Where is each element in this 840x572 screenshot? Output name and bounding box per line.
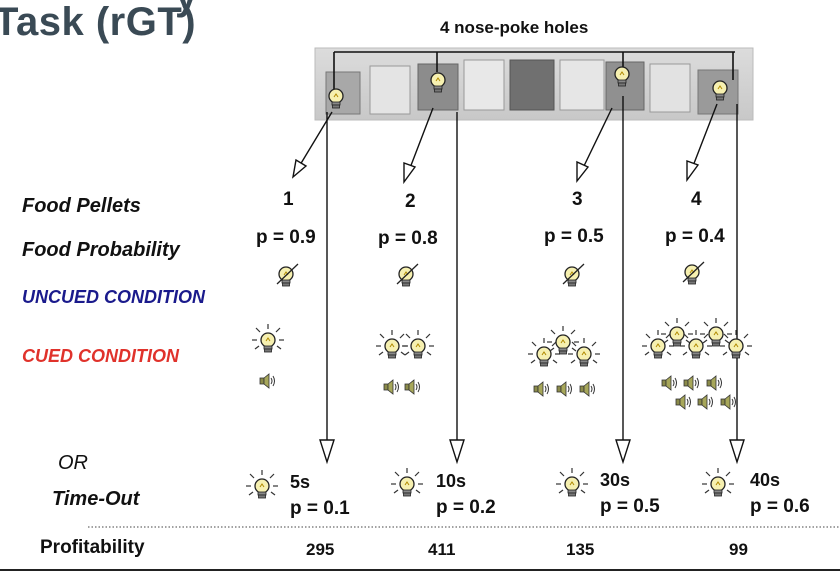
option-3-food-probability: p = 0.5 <box>544 226 604 247</box>
speaker-icon <box>661 375 677 391</box>
nose-poke-holes-label: 4 nose-poke holes <box>440 18 589 37</box>
timeout-arrows <box>319 96 745 465</box>
nose-poke-apparatus <box>314 47 754 121</box>
cue-light-icon <box>680 330 712 358</box>
cue-light-icon <box>402 330 434 358</box>
profitability-label: Profitability <box>40 537 145 558</box>
speaker-icon <box>383 379 399 395</box>
speaker-icon <box>556 381 572 397</box>
option-3-profitability: 135 <box>566 540 595 559</box>
cue-light-icon <box>547 326 579 354</box>
speaker-icon <box>720 394 736 410</box>
speaker-icon <box>675 394 691 410</box>
page-title-fragment: y <box>175 0 197 19</box>
option-2-timeout: 10s <box>436 471 467 491</box>
option-1-profitability: 295 <box>306 540 335 559</box>
uncued-light-off-icon <box>563 264 584 286</box>
holes-bracket <box>333 51 735 90</box>
uncued-condition-label: UNCUED CONDITION <box>22 287 205 307</box>
timeout-light-icon <box>391 468 423 496</box>
food-probability-label: Food Probability <box>22 239 180 261</box>
timeout-light-icon <box>556 468 588 496</box>
reward-arrows <box>291 103 718 185</box>
speaker-icon <box>683 375 699 391</box>
option-4-timeout-probability: p = 0.6 <box>750 496 810 517</box>
cue-light-icon <box>642 330 674 358</box>
option-2-timeout-probability: p = 0.2 <box>436 497 496 518</box>
uncued-light-off-icon <box>397 264 418 286</box>
option-1-timeout: 5s <box>290 472 311 492</box>
option-3-timeout: 30s <box>600 470 631 490</box>
option-2-pellets: 2 <box>405 191 416 212</box>
uncued-light-off-icon <box>277 264 298 286</box>
option-2-food-probability: p = 0.8 <box>378 228 438 249</box>
speaker-icon <box>404 379 420 395</box>
option-4-food-probability: p = 0.4 <box>665 226 725 247</box>
option-3-timeout-probability: p = 0.5 <box>600 496 660 517</box>
speaker-icon <box>579 381 595 397</box>
cue-light-icon <box>568 338 600 366</box>
option-1-timeout-probability: p = 0.1 <box>290 498 350 519</box>
option-3-pellets: 3 <box>572 189 583 210</box>
cue-light-icon <box>376 330 408 358</box>
option-4-timeout: 40s <box>750 470 781 490</box>
uncued-light-off-icon <box>683 262 704 284</box>
cue-light-icon <box>252 324 284 352</box>
option-1-pellets: 1 <box>283 189 294 210</box>
time-out-label: Time-Out <box>52 488 140 510</box>
page-title: Task (rGT) <box>0 0 197 44</box>
option-1-food-probability: p = 0.9 <box>256 227 316 248</box>
cued-condition-label: CUED CONDITION <box>22 346 179 366</box>
option-4-profitability: 99 <box>729 540 748 559</box>
speaker-icon <box>259 373 275 389</box>
or-label: OR <box>58 452 88 474</box>
cue-light-icon <box>700 318 732 346</box>
option-4-pellets: 4 <box>691 189 702 210</box>
timeout-light-icon <box>702 468 734 496</box>
cue-light-icon <box>661 318 693 346</box>
speaker-icon <box>697 394 713 410</box>
option-2-profitability: 411 <box>428 540 456 559</box>
timeout-light-icon <box>246 470 278 498</box>
cue-light-icon <box>720 330 752 358</box>
speaker-icon <box>706 375 722 391</box>
cue-light-icon <box>528 338 560 366</box>
food-pellets-label: Food Pellets <box>22 195 141 217</box>
speaker-icon <box>533 381 549 397</box>
